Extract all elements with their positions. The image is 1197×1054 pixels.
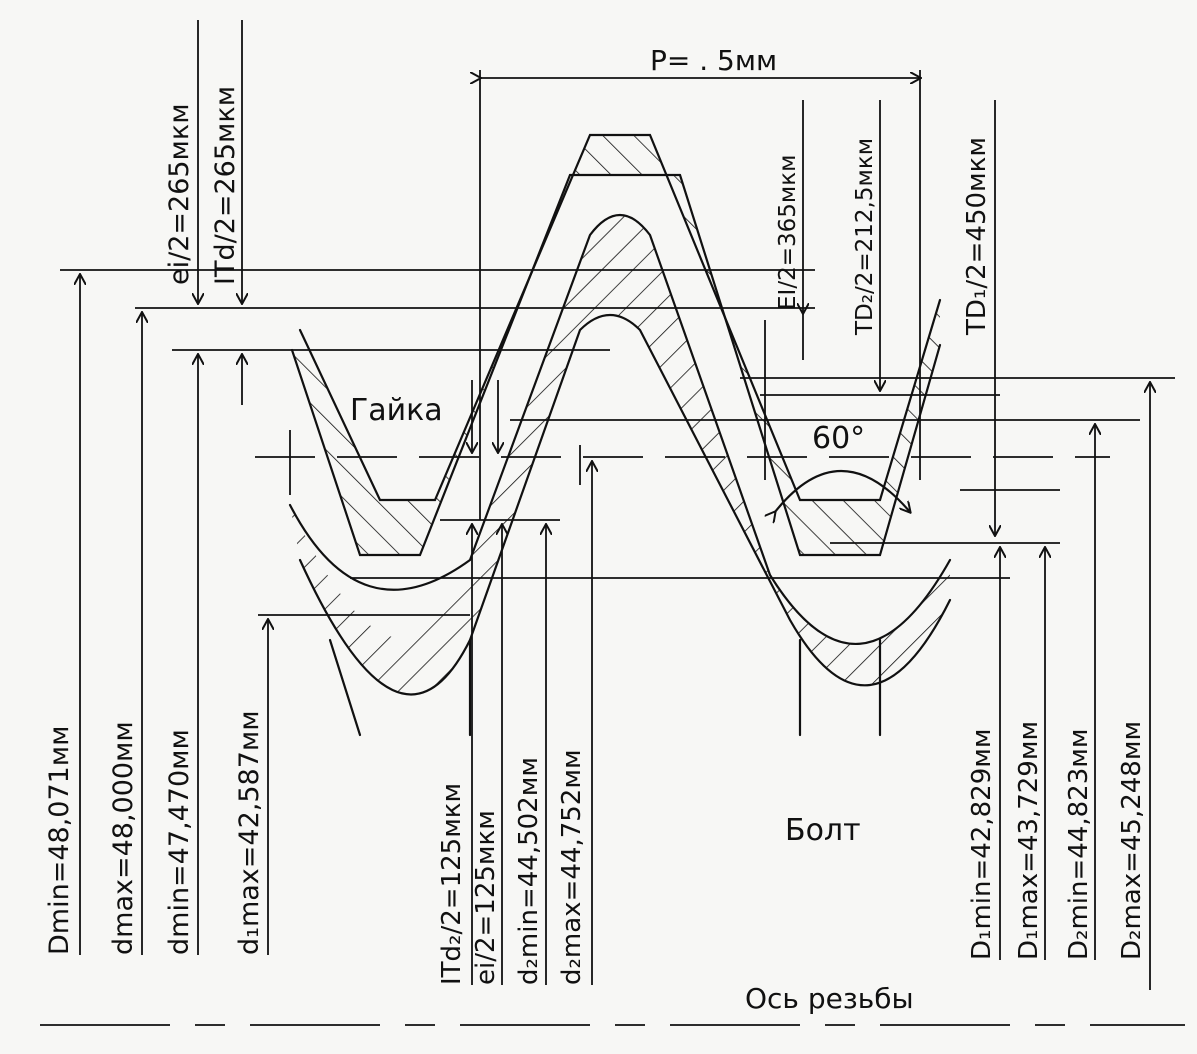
D1max-label: D₁max=43,729мм: [1014, 721, 1044, 960]
angle-label: 60°: [812, 421, 865, 456]
nut-zone-hatch: [292, 135, 940, 555]
nut-label: Гайка: [350, 393, 443, 428]
dmax-label: dmax=48,000мм: [108, 721, 139, 955]
d1max-label: d₁max=42,587мм: [234, 710, 265, 955]
itd-half-label: ITd/2=265мкм: [210, 86, 241, 285]
reference-lines: [60, 70, 1175, 616]
angle-arc: [775, 469, 910, 512]
ei-half2-label: ei/2=125мкм: [471, 810, 501, 985]
bolt-zone-hatch: [290, 215, 950, 695]
pitch-label: P= . 5мм: [650, 44, 777, 77]
TD2-half-label: TD₂/2=212,5мкм: [852, 138, 878, 336]
ei-half-label: ei/2=265мкм: [164, 103, 195, 285]
d2max-label: d₂max=44,752мм: [557, 749, 587, 985]
TD1-half-label: TD₁/2=450мкм: [962, 137, 992, 336]
D2max-label: D₂max=45,248мм: [1117, 721, 1147, 960]
dmin-nut-label: Dmin=48,071мм: [44, 725, 75, 955]
dimension-arrows: [80, 20, 1150, 990]
EI-half-label: EI/2=365мкм: [775, 155, 801, 310]
pitch-dimension: P= . 5мм: [480, 44, 920, 78]
thread-profile: [288, 133, 952, 737]
itd2-half-label: ITd₂/2=125мкм: [437, 783, 467, 985]
dmin-label: dmin=47,470мм: [164, 729, 195, 955]
D2min-label: D₂min=44,823мм: [1064, 729, 1094, 960]
D1min-label: D₁min=42,829мм: [967, 729, 997, 960]
axis-label: Ось резьбы: [745, 982, 914, 1015]
d2min-label: d₂min=44,502мм: [514, 757, 544, 985]
bolt-label: Болт: [785, 813, 861, 848]
